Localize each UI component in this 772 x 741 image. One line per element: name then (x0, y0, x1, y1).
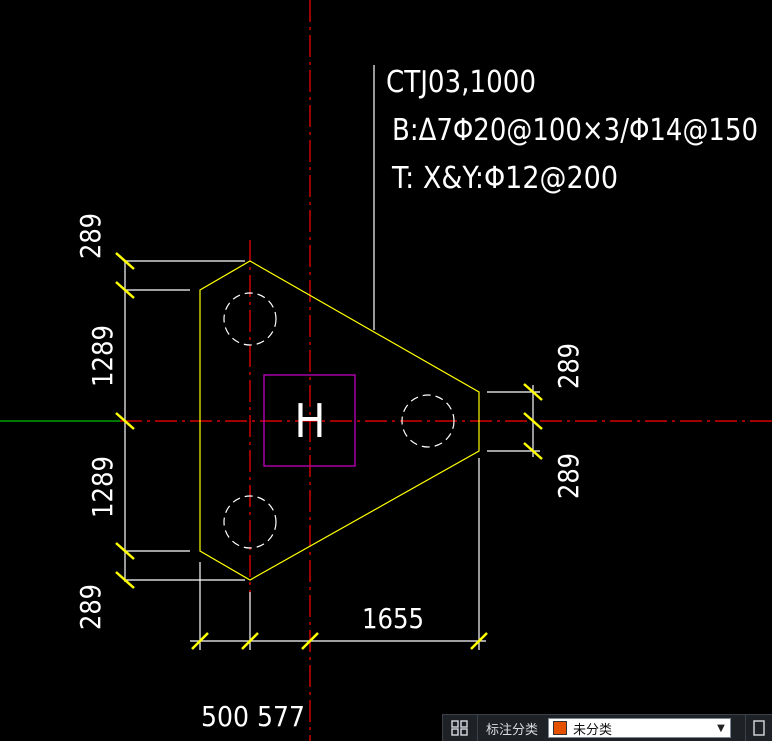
column-mark: H (294, 394, 325, 448)
right-dimension-ticks (523, 383, 543, 460)
pile-right (401, 394, 455, 448)
dimension-category-value: 未分类 (573, 722, 613, 738)
column-outline (263, 374, 356, 467)
chevron-down-icon[interactable]: ▼ (717, 722, 725, 734)
properties-icon[interactable] (745, 715, 772, 741)
bottom-dimension-ticks (191, 632, 488, 650)
dim-right-upper: 289 (552, 343, 585, 389)
dimension-category-label: 标注分类 (486, 722, 539, 738)
bottom-dimension-chain (190, 458, 486, 650)
category-color-swatch (553, 721, 568, 735)
dim-bottom-width: 1655 (362, 602, 424, 635)
annotation-line-2: B:Δ7Φ20@100×3/Φ14@150 (392, 113, 758, 148)
dim-bottom-left: 500 577 (201, 700, 305, 733)
dimension-category-select[interactable]: 未分类 ▼ (548, 718, 732, 738)
annotation-line-3: T: X&Y:Φ12@200 (391, 161, 618, 196)
annotation-line-1: CTJ03,1000 (386, 65, 536, 100)
pile-bottom (223, 495, 277, 549)
dim-left-upper: 1289 (86, 325, 119, 387)
pile-top (223, 292, 277, 346)
left-dimension-ticks (115, 252, 135, 589)
dim-left-bottom-small: 289 (74, 584, 107, 630)
dim-left-top-small: 289 (74, 213, 107, 259)
dimension-category-toolbar: 标注分类 未分类 ▼ (442, 714, 772, 741)
dim-left-lower: 1289 (86, 456, 119, 518)
dim-right-lower: 289 (552, 453, 585, 499)
pile-cap-outline (199, 260, 480, 581)
layers-icon[interactable] (443, 715, 478, 741)
